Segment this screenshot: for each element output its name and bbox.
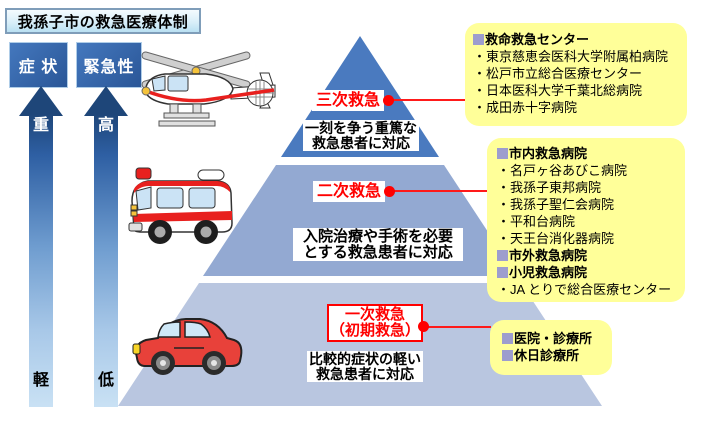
urgency-high-label: 高 — [97, 117, 114, 134]
secondary-description-line1: 入院治療や手術を必要 — [302, 228, 453, 245]
tertiary-emergency-label: 三次救急 — [312, 90, 384, 111]
callout-text: ・平和台病院 — [497, 214, 576, 229]
ambulance-icon — [128, 167, 233, 244]
callout-text: 市内救急病院 — [509, 146, 588, 161]
callout-line: ・JA とりで総合医療センター — [497, 281, 681, 298]
callout-line: 小児救急病院 — [497, 264, 681, 281]
tertiary-description-line1: 一刻を争う重篤な — [305, 120, 417, 136]
secondary-connector-line — [393, 190, 488, 192]
callout-text: ・我孫子聖仁会病院 — [497, 197, 615, 212]
secondary-hospital-callout: 市内救急病院 ・名戸ヶ谷あびこ病院 ・我孫子東邦病院 ・我孫子聖仁会病院 ・平和… — [487, 138, 685, 302]
callout-line: 休日診療所 — [502, 347, 608, 364]
page-title: 我孫子市の救急医療体制 — [5, 8, 201, 34]
bullet-square-icon — [497, 267, 508, 278]
callout-text: 市外救急病院 — [509, 248, 588, 263]
primary-emergency-label: 一次救急 （初期救急） — [327, 304, 423, 342]
primary-emergency-label-line1: 一次救急 — [344, 306, 405, 323]
callout-line: ・平和台病院 — [497, 213, 681, 230]
bullet-square-icon — [497, 250, 508, 261]
secondary-emergency-label: 二次救急 — [313, 181, 385, 202]
tertiary-hospital-callout: 救命救急センター ・東京慈恵会医科大学附属柏病院 ・松戸市立総合医療センター ・… — [465, 23, 687, 126]
callout-line: ・東京慈恵会医科大学附属柏病院 — [473, 48, 683, 65]
helicopter-icon — [141, 51, 276, 127]
primary-description-line1: 比較的症状の軽い — [309, 351, 421, 367]
secondary-description-line2: とする救急患者に対応 — [303, 243, 453, 261]
callout-text: 小児救急病院 — [509, 265, 588, 280]
callout-text: ・東京慈恵会医科大学附属柏病院 — [473, 49, 669, 64]
tertiary-description: 一刻を争う重篤な 救急患者に対応 — [303, 120, 419, 151]
bullet-square-icon — [473, 34, 484, 45]
primary-connector-line — [427, 326, 491, 328]
bullet-square-icon — [502, 333, 513, 344]
callout-text: ・成田赤十字病院 — [473, 100, 578, 115]
callout-text: ・我孫子東邦病院 — [497, 180, 602, 195]
callout-text: ・松戸市立総合医療センター — [473, 66, 643, 81]
urgency-axis-header: 緊急性 — [76, 42, 142, 88]
bullet-square-icon — [502, 350, 513, 361]
secondary-connector-dot-icon — [384, 186, 395, 197]
callout-line: ・我孫子東邦病院 — [497, 179, 681, 196]
primary-emergency-label-line2: （初期救急） — [329, 322, 420, 339]
symptom-arrow-shaft — [29, 114, 53, 407]
primary-description-line2: 救急患者に対応 — [316, 365, 414, 382]
symptom-mild-label: 軽 — [32, 372, 49, 389]
urgency-low-label: 低 — [97, 372, 114, 389]
secondary-description: 入院治療や手術を必要 とする救急患者に対応 — [293, 228, 463, 261]
callout-line: ・日本医科大学千葉北総病院 — [473, 82, 683, 99]
symptom-axis-header: 症 状 — [9, 42, 68, 88]
callout-line: ・天王台消化器病院 — [497, 230, 681, 247]
callout-text: 休日診療所 — [514, 348, 580, 363]
urgency-arrow-shaft — [94, 114, 118, 407]
callout-text: ・天王台消化器病院 — [497, 231, 615, 246]
callout-line: 市内救急病院 — [497, 145, 681, 162]
callout-line: ・我孫子聖仁会病院 — [497, 196, 681, 213]
callout-line: ・松戸市立総合医療センター — [473, 65, 683, 82]
tertiary-connector-line — [392, 99, 466, 101]
callout-text: ・名戸ヶ谷あびこ病院 — [497, 163, 628, 178]
callout-line: ・成田赤十字病院 — [473, 99, 683, 116]
primary-clinic-callout: 医院・診療所 休日診療所 — [490, 320, 612, 375]
callout-text: ・日本医科大学千葉北総病院 — [473, 83, 643, 98]
callout-text: 救命救急センター — [485, 32, 590, 47]
callout-text: ・JA とりで総合医療センター — [497, 282, 672, 297]
primary-description: 比較的症状の軽い 救急患者に対応 — [307, 351, 423, 382]
symptom-severe-label: 重 — [32, 117, 49, 134]
bullet-square-icon — [497, 148, 508, 159]
primary-connector-dot-icon — [418, 321, 429, 332]
callout-line: ・名戸ヶ谷あびこ病院 — [497, 162, 681, 179]
callout-line: 医院・診療所 — [502, 330, 608, 347]
callout-line: 市外救急病院 — [497, 247, 681, 264]
tertiary-description-line2: 救急患者に対応 — [312, 134, 410, 151]
callout-line: 救命救急センター — [473, 31, 683, 48]
tertiary-connector-dot-icon — [383, 95, 394, 106]
callout-text: 医院・診療所 — [514, 331, 593, 346]
